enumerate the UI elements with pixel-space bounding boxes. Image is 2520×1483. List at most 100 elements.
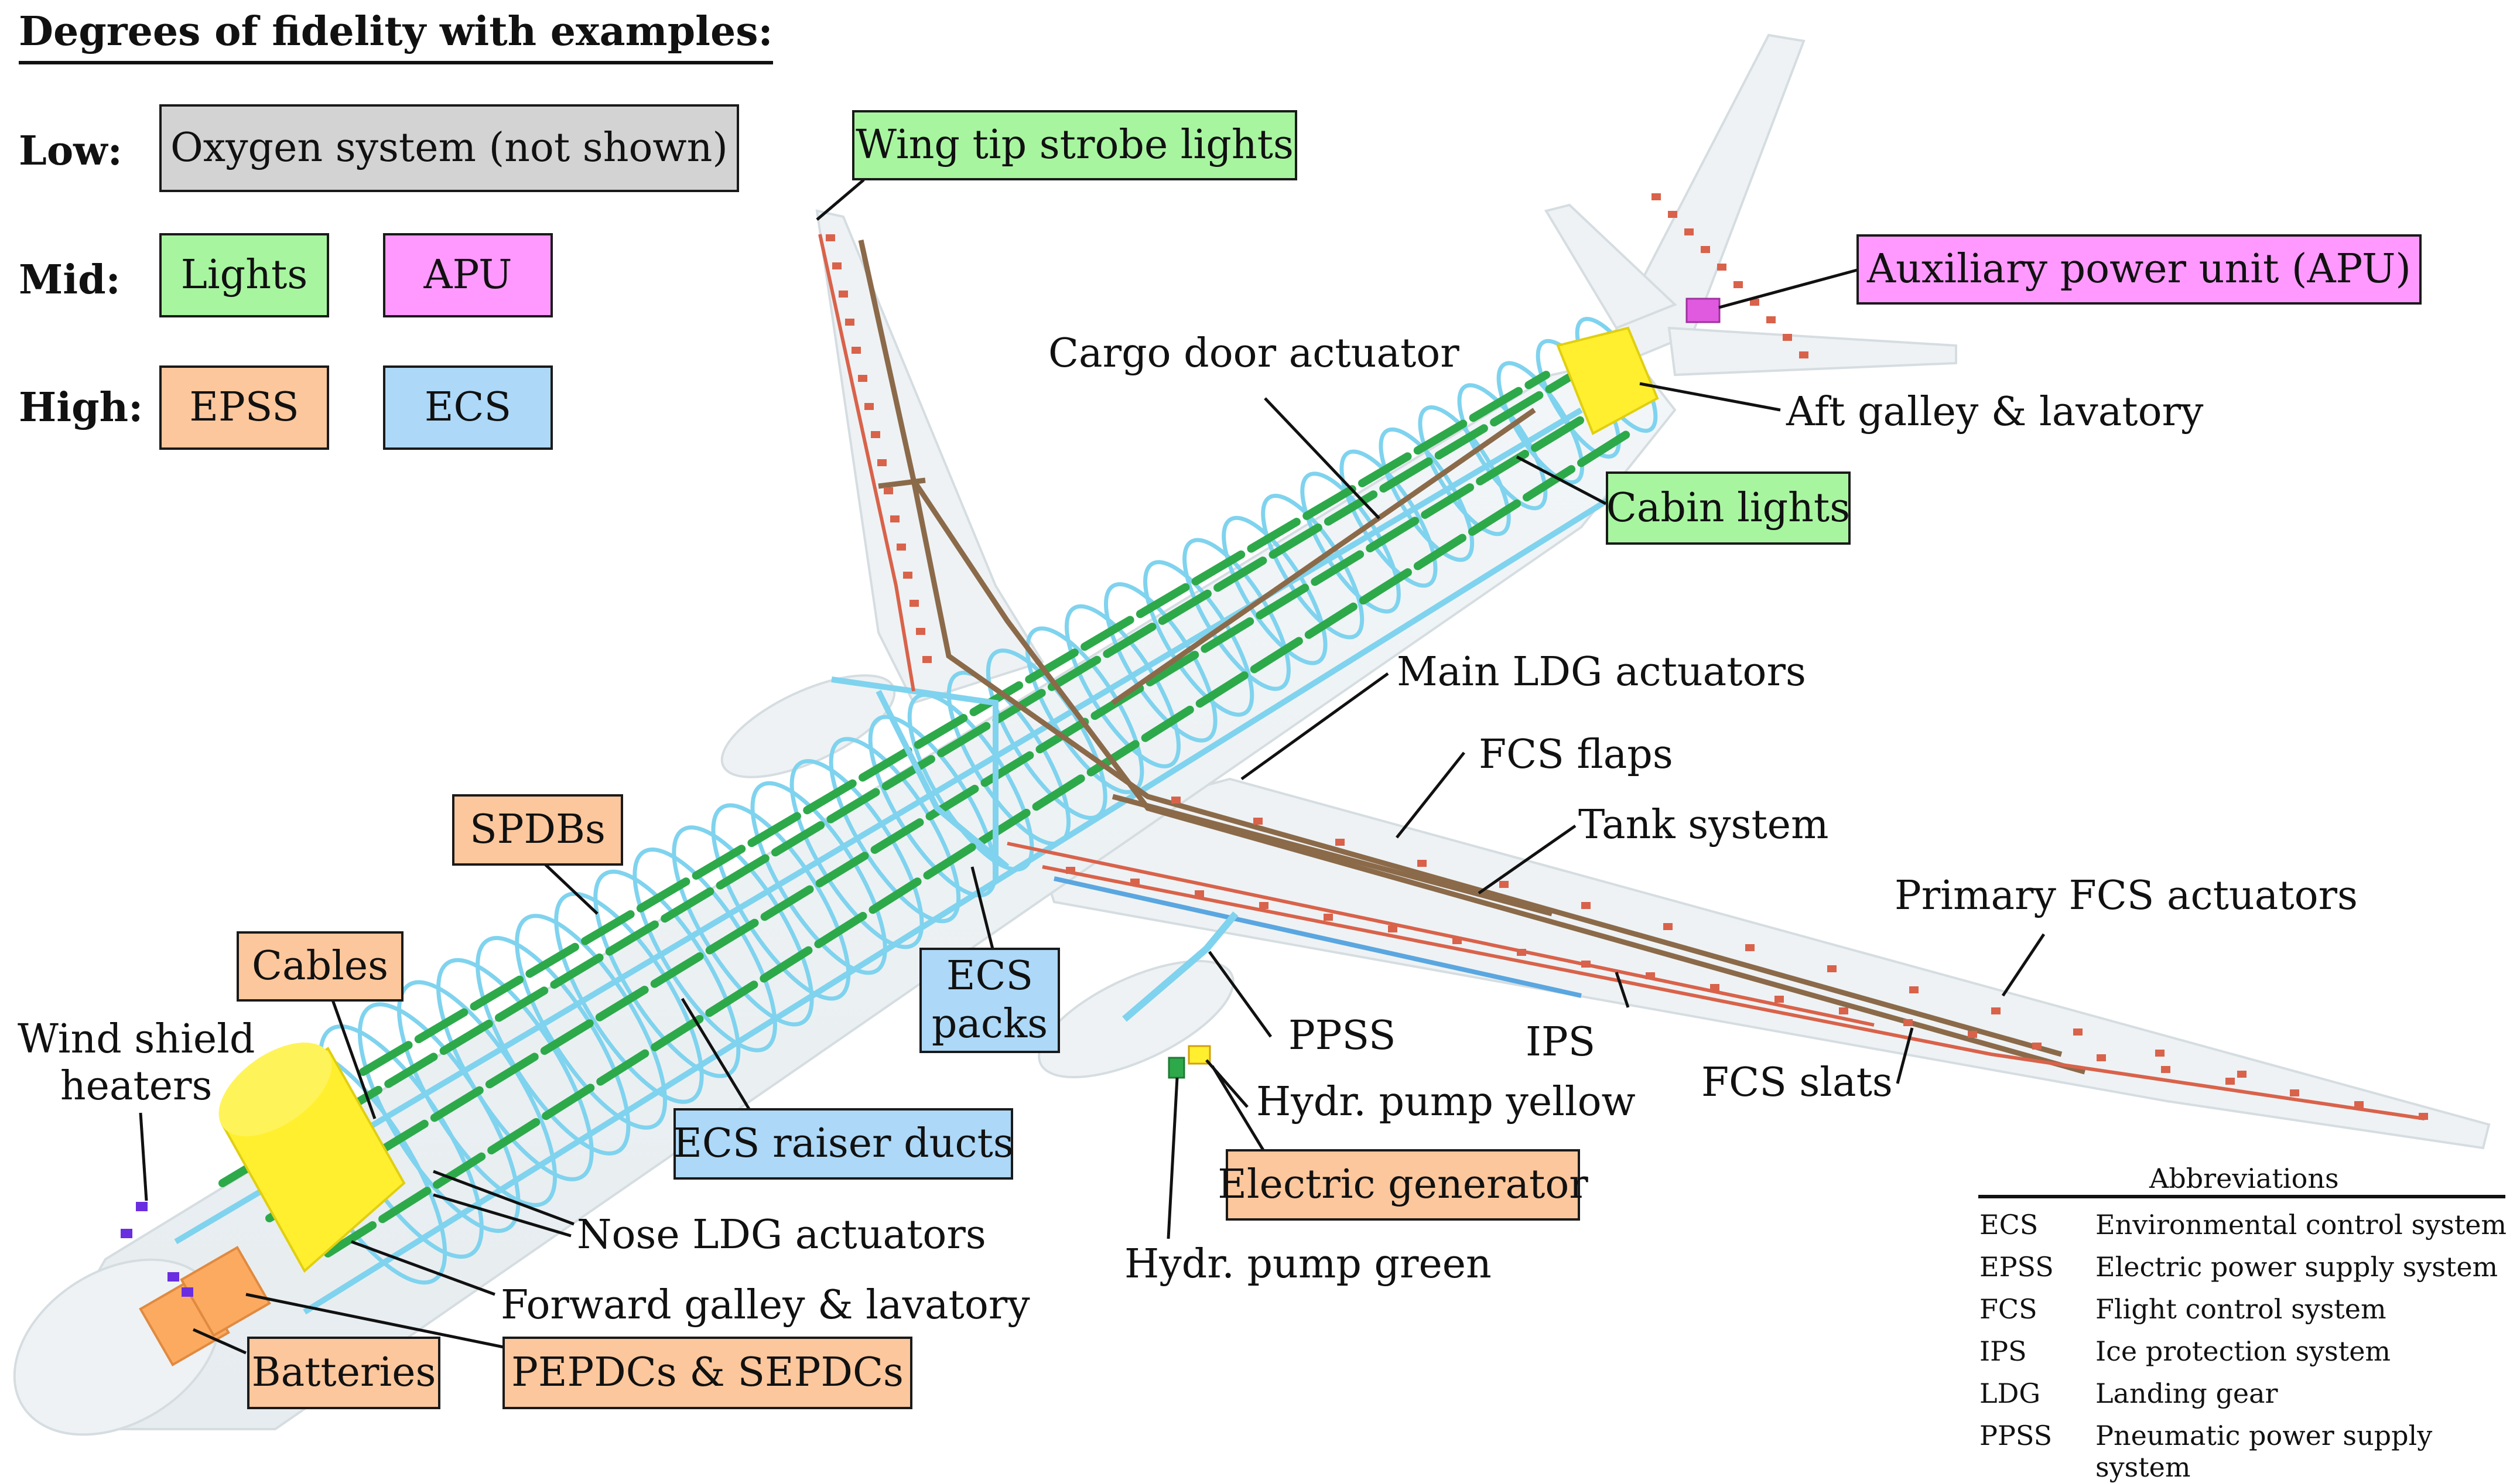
hydr-pump-green-unit	[1168, 1057, 1185, 1079]
abbr-code: ECS	[1979, 1209, 2039, 1241]
actuator-marker	[1774, 996, 1784, 1003]
cabin-light-cables	[218, 359, 1632, 1258]
label-fcs-flaps: FCS flaps	[1479, 732, 1673, 778]
wind-shield-heater-marks	[121, 1202, 193, 1297]
engine-nacelle-right	[1038, 959, 1235, 1079]
abbreviations-rule	[1978, 1195, 2505, 1198]
fuselage-frame	[1457, 383, 1548, 511]
legend-example-oxygen: Oxygen system (not shown)	[159, 104, 739, 192]
fuselage-frame	[1379, 427, 1475, 562]
actuator-marker	[871, 431, 880, 438]
label-wing-tip-strobe-lights: Wing tip strobe lights	[852, 110, 1297, 180]
actuator-marker	[1195, 890, 1204, 897]
label-ips: IPS	[1526, 1019, 1596, 1065]
actuator-marker	[832, 262, 842, 269]
fuselage-frame	[750, 781, 887, 975]
actuator-marker	[1717, 264, 1726, 271]
actuator-marker	[884, 487, 893, 494]
actuator-marker	[1827, 965, 1837, 972]
aft-galley	[1556, 326, 1659, 435]
label-ecs-packs: ECS packs	[919, 948, 1060, 1053]
actuator-marker	[1766, 316, 1776, 323]
label-hydr-pump-green: Hydr. pump green	[1124, 1241, 1492, 1287]
forward-galley	[218, 1043, 406, 1273]
abbr-desc: Ice protection system	[2095, 1335, 2391, 1367]
hydraulic-pipes	[858, 240, 2086, 1075]
actuator-marker	[1499, 881, 1509, 888]
actuator-marker	[909, 600, 919, 607]
actuator-marker	[1745, 944, 1755, 951]
actuator-marker	[1517, 949, 1526, 956]
legend-heading: Degrees of fidelity with examples:	[19, 8, 773, 64]
label-nose-ldg: Nose LDG actuators	[577, 1212, 986, 1258]
actuator-markers	[826, 193, 2428, 1120]
actuator-marker	[1066, 867, 1075, 874]
actuator-marker	[2237, 1071, 2247, 1078]
label-cargo-door-actuator: Cargo door actuator	[1048, 330, 1459, 377]
legend-level-low: Low:	[19, 128, 122, 175]
fuselage-frame	[829, 737, 961, 924]
abbr-code: IPS	[1979, 1335, 2027, 1367]
actuator-marker	[2161, 1066, 2170, 1073]
abbreviations-title: Abbreviations	[2149, 1163, 2339, 1194]
fuselage-frame	[1064, 604, 1181, 768]
actuator-marker	[1701, 246, 1710, 253]
actuator-marker	[1259, 902, 1268, 909]
actuator-marker	[2419, 1113, 2428, 1120]
label-forward-galley: Forward galley & lavatory	[501, 1282, 1030, 1328]
actuator-marker	[922, 656, 932, 663]
actuator-marker	[1581, 902, 1591, 909]
ppss-duct	[1122, 911, 1239, 1022]
legend-example-apu: APU	[383, 233, 553, 317]
label-wind-shield-heaters: Wind shield heaters	[18, 1016, 255, 1110]
abbr-code: FCS	[1979, 1293, 2037, 1325]
actuator-marker	[1335, 839, 1345, 846]
actuator-marker	[1684, 228, 1694, 235]
label-cabin-lights: Cabin lights	[1606, 471, 1851, 545]
abbr-desc: Electric power supply system	[2095, 1251, 2498, 1283]
actuator-marker	[1799, 351, 1808, 358]
actuator-marker	[852, 347, 861, 354]
actuator-marker	[1783, 334, 1792, 341]
legend-example-lights: Lights	[159, 233, 329, 317]
actuator-marker	[1388, 925, 1397, 932]
legend-level-high: High:	[19, 384, 143, 431]
actuator-marker	[2155, 1050, 2165, 1057]
left-wing	[815, 209, 1045, 705]
actuator-marker	[1668, 211, 1677, 218]
actuator-marker	[1646, 972, 1655, 979]
actuator-marker	[897, 544, 906, 551]
actuator-marker	[1324, 914, 1333, 921]
label-apu: Auxiliary power unit (APU)	[1856, 234, 2422, 305]
abbr-code: EPSS	[1979, 1251, 2054, 1283]
fuselage-frame	[1339, 449, 1438, 588]
actuator-marker	[1651, 193, 1661, 200]
ecs-ducts-longitudinal	[174, 407, 1642, 1315]
actuator-marker	[1171, 797, 1181, 804]
abbr-desc: Pneumatic power supply system	[2095, 1420, 2433, 1483]
actuator-marker	[1417, 860, 1427, 867]
actuator-marker	[1909, 986, 1919, 993]
legend-level-mid: Mid:	[19, 257, 121, 303]
actuator-marker	[1903, 1019, 1913, 1026]
legend-example-epss: EPSS	[159, 365, 329, 450]
actuator-marker	[2097, 1054, 2106, 1061]
abbr-desc: Environmental control system	[2095, 1209, 2507, 1241]
label-aft-galley: Aft galley & lavatory	[1786, 389, 2204, 435]
actuator-marker	[890, 515, 900, 522]
label-ecs-raiser-ducts: ECS raiser ducts	[673, 1108, 1014, 1180]
actuator-marker	[1452, 937, 1462, 944]
label-batteries: Batteries	[247, 1337, 440, 1409]
actuator-marker	[839, 291, 848, 298]
actuator-marker	[864, 403, 874, 410]
actuator-marker	[903, 572, 912, 579]
label-hydr-pump-yellow: Hydr. pump yellow	[1256, 1079, 1636, 1125]
label-ppss: PPSS	[1288, 1013, 1396, 1059]
actuator-marker	[2032, 1043, 2042, 1050]
actuator-marker	[1581, 961, 1591, 968]
actuator-marker	[877, 459, 887, 466]
abbr-code: PPSS	[1979, 1420, 2053, 1451]
wing-leading-edge-systems	[818, 234, 2425, 1120]
actuator-marker	[2225, 1078, 2235, 1085]
